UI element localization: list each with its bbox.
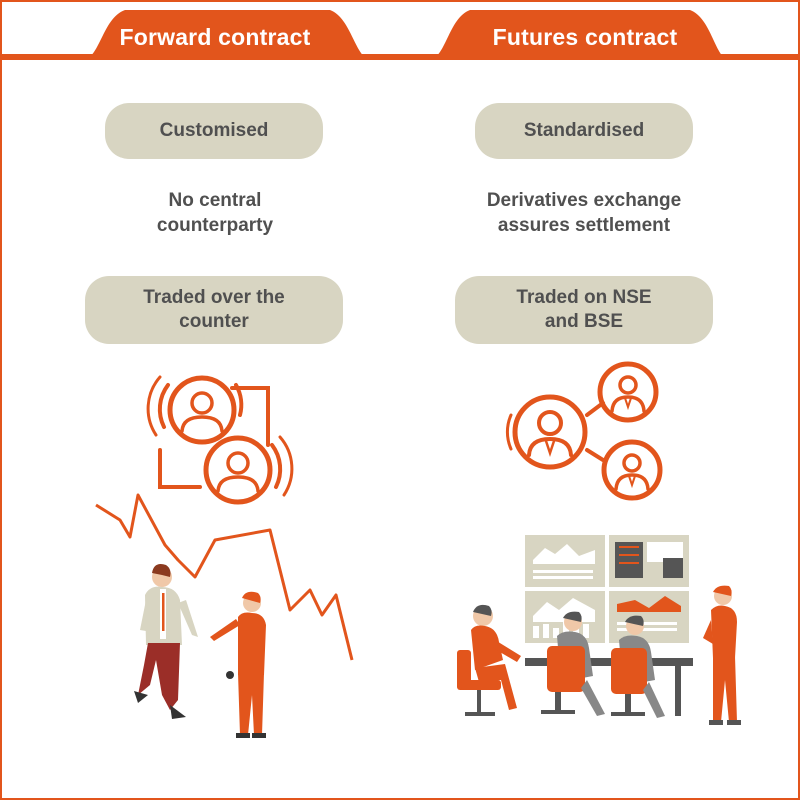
standing-manager bbox=[703, 585, 741, 725]
otc-handshake-scene bbox=[95, 493, 354, 738]
traded-otc-label: Traded over the counter bbox=[143, 287, 285, 332]
standardised-pill: Standardised bbox=[475, 103, 693, 159]
businessman-left bbox=[134, 564, 198, 719]
no-central-counterparty-text: No central counterparty bbox=[156, 190, 274, 236]
trader-right bbox=[611, 615, 665, 718]
traded-otc-pill: Traded over the counter bbox=[85, 276, 343, 344]
standardised-label: Standardised bbox=[523, 120, 645, 141]
customised-pill: Customised bbox=[105, 103, 323, 159]
volatile-price-line bbox=[95, 493, 354, 661]
trader-middle bbox=[541, 611, 605, 716]
customised-label: Customised bbox=[159, 120, 269, 141]
trader-left bbox=[457, 604, 521, 716]
forward-contract-title: Forward contract bbox=[119, 24, 311, 50]
trading-desk bbox=[525, 658, 693, 666]
futures-contract-title: Futures contract bbox=[492, 24, 678, 50]
tab-futures-shape bbox=[428, 10, 730, 60]
traded-nse-bse-label: Traded on NSE and BSE bbox=[516, 287, 652, 332]
exchange-assures-settlement-text: Derivatives exchange assures settlement bbox=[486, 190, 682, 236]
tab-forward-shape bbox=[82, 10, 372, 60]
peer-to-peer-icon bbox=[146, 375, 294, 505]
header-bar bbox=[0, 10, 800, 60]
traded-nse-bse-pill: Traded on NSE and BSE bbox=[455, 276, 713, 344]
exchange-trading-scene bbox=[457, 535, 741, 725]
monitor-wall bbox=[525, 535, 689, 643]
businessman-right bbox=[210, 591, 266, 738]
central-exchange-network-icon bbox=[505, 361, 663, 501]
